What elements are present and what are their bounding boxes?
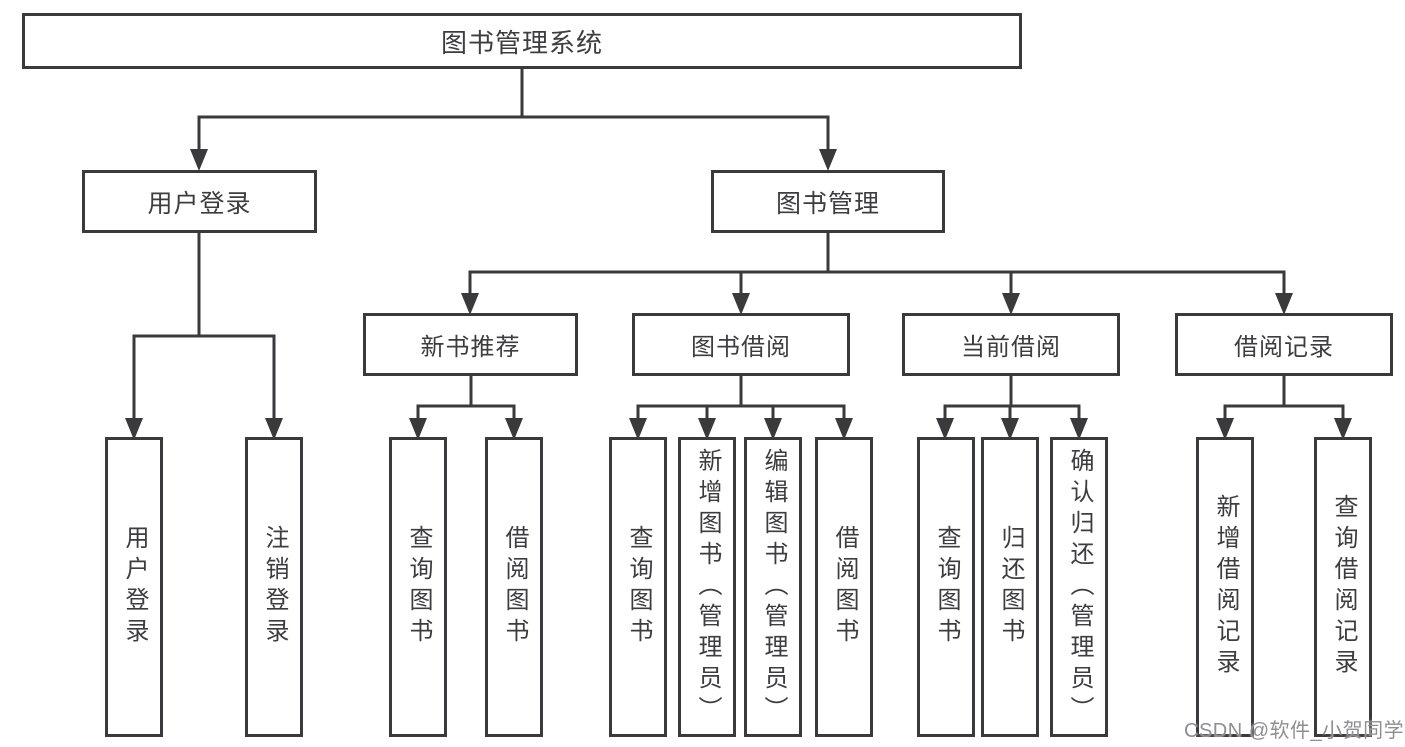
node-new-book-recommend-label: 新书推荐	[420, 334, 521, 361]
leaf-query-books-recommend: 查询图书	[389, 437, 447, 737]
leaf-confirm-return-admin: 确认归还（管理员）	[1050, 437, 1108, 737]
node-root: 图书管理系统	[22, 13, 1022, 69]
node-book-borrowing: 图书借阅	[632, 313, 850, 376]
leaf-borrow-books-borrowing: 借阅图书	[815, 437, 873, 737]
leaf-confirm-return-admin-label: 确认归还（管理员）	[1066, 447, 1093, 727]
watermark: CSDN @软件_小贺同学	[1184, 720, 1405, 742]
node-book-management: 图书管理	[711, 170, 945, 233]
leaf-query-borrow-record-label: 查询借阅记录	[1330, 494, 1357, 680]
leaf-add-borrow-record-label: 新增借阅记录	[1212, 494, 1239, 680]
leaf-user-login: 用户登录	[105, 437, 163, 737]
leaf-add-book-admin-label: 新增图书（管理员）	[694, 447, 721, 727]
leaf-query-books-current-label: 查询图书	[933, 525, 960, 649]
leaf-return-book-label: 归还图书	[997, 525, 1024, 649]
node-current-borrowing-label: 当前借阅	[961, 334, 1061, 361]
node-user-login: 用户登录	[82, 170, 317, 233]
node-book-management-label: 图书管理	[775, 189, 880, 218]
leaf-query-borrow-record: 查询借阅记录	[1314, 437, 1372, 737]
leaf-logout-label: 注销登录	[261, 525, 288, 649]
node-borrowing-records-label: 借阅记录	[1234, 334, 1334, 361]
leaf-query-books-recommend-label: 查询图书	[405, 525, 432, 649]
leaf-borrow-books-recommend-label: 借阅图书	[501, 525, 528, 649]
leaf-logout: 注销登录	[245, 437, 303, 737]
leaf-return-book: 归还图书	[981, 437, 1039, 737]
node-root-label: 图书管理系统	[440, 27, 603, 58]
leaf-query-books-borrowing-label: 查询图书	[625, 525, 652, 649]
leaf-query-books-current: 查询图书	[917, 437, 975, 737]
node-user-login-label: 用户登录	[147, 189, 252, 218]
node-book-borrowing-label: 图书借阅	[691, 334, 791, 361]
leaf-edit-book-admin-label: 编辑图书（管理员）	[760, 447, 787, 727]
node-new-book-recommend: 新书推荐	[363, 313, 578, 376]
leaf-borrow-books-recommend: 借阅图书	[485, 437, 543, 737]
leaf-add-borrow-record: 新增借阅记录	[1196, 437, 1254, 737]
leaf-user-login-label: 用户登录	[121, 525, 148, 649]
node-borrowing-records: 借阅记录	[1175, 313, 1393, 376]
leaf-borrow-books-borrowing-label: 借阅图书	[831, 525, 858, 649]
leaf-add-book-admin: 新增图书（管理员）	[678, 437, 736, 737]
leaf-edit-book-admin: 编辑图书（管理员）	[744, 437, 802, 737]
node-current-borrowing: 当前借阅	[902, 313, 1120, 376]
leaf-query-books-borrowing: 查询图书	[609, 437, 667, 737]
